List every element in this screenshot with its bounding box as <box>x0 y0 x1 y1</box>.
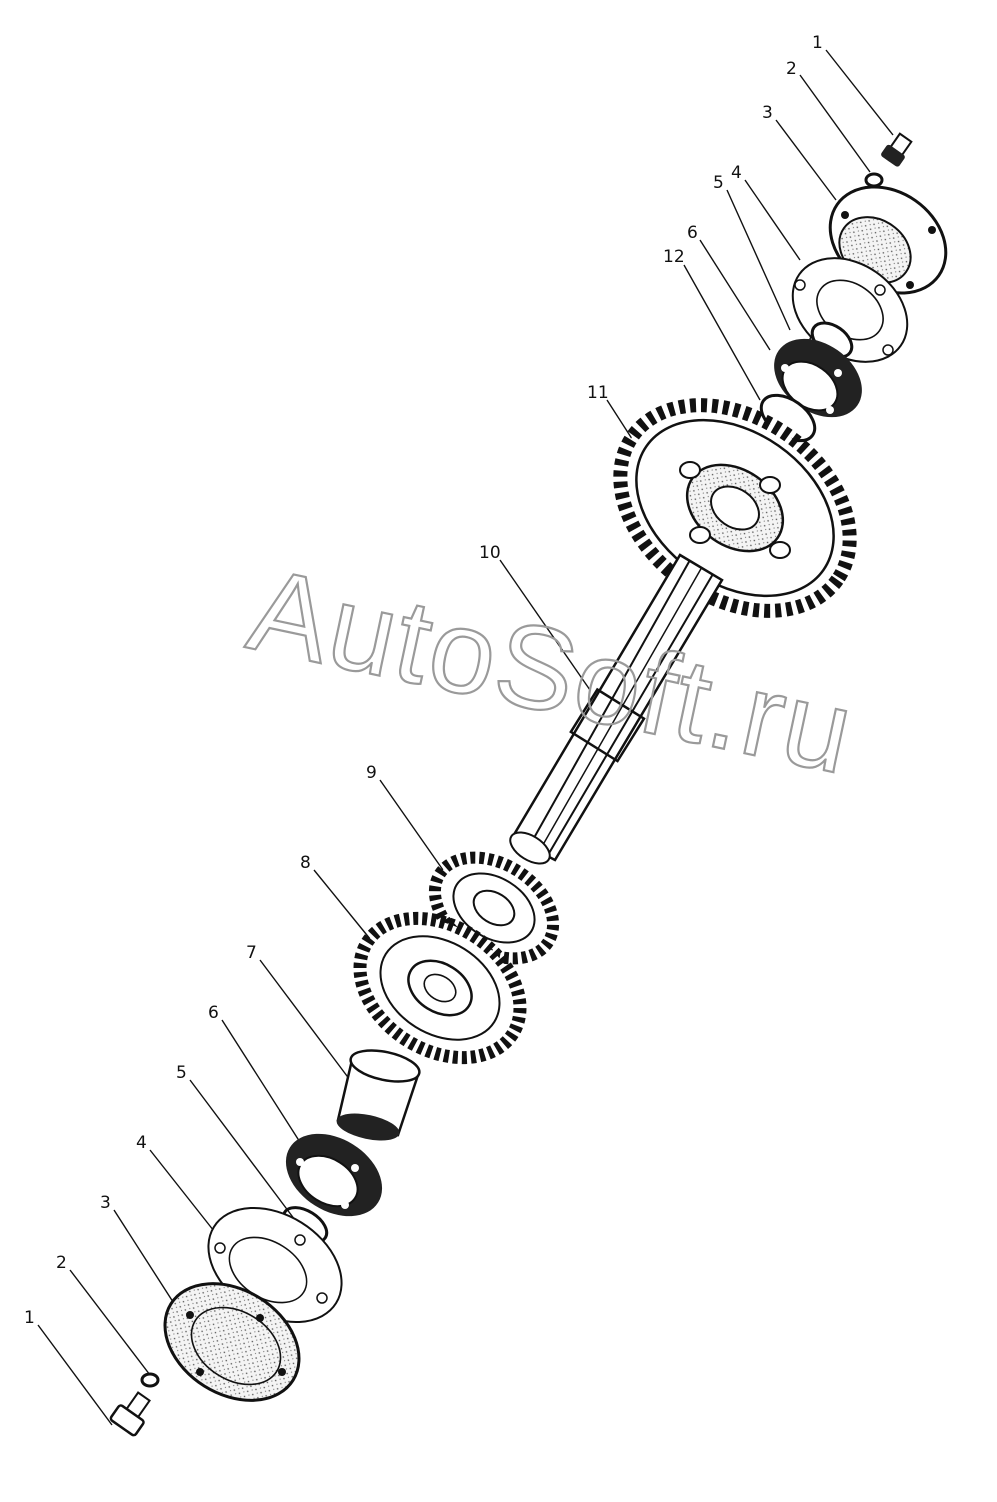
callout-bottom-9: 9 <box>366 763 377 783</box>
callout-top-11: 11 <box>587 383 609 403</box>
callout-bottom-5: 5 <box>176 1063 187 1083</box>
lock-washer-bottom <box>140 1372 160 1388</box>
callout-top-1: 1 <box>812 33 823 53</box>
callout-bottom-2: 2 <box>56 1253 67 1273</box>
callout-bottom-7: 7 <box>246 943 257 963</box>
callout-bottom-8: 8 <box>300 853 311 873</box>
bolt-top <box>881 132 913 167</box>
callout-bottom-4: 4 <box>136 1133 147 1153</box>
callout-bottom-3: 3 <box>100 1193 111 1213</box>
lock-washer-top <box>864 172 884 188</box>
leader-lines <box>37 49 894 1426</box>
callout-bottom-1: 1 <box>24 1308 35 1328</box>
end-cover-bottom <box>163 1282 301 1402</box>
callout-top-10: 10 <box>479 543 501 563</box>
callout-top-5: 5 <box>713 173 724 193</box>
main-shaft <box>509 553 724 865</box>
ball-bearing-top <box>774 338 862 418</box>
callout-top-2: 2 <box>786 59 797 79</box>
callout-top-3: 3 <box>762 103 773 123</box>
callout-top-6: 6 <box>687 223 698 243</box>
ball-bearing-bottom <box>285 1133 383 1217</box>
callout-top-12: 12 <box>663 247 685 267</box>
medium-gear <box>353 911 527 1065</box>
bolt-bottom <box>109 1391 151 1437</box>
callout-bottom-6: 6 <box>208 1003 219 1023</box>
callout-labels: 1 2 3 4 5 6 12 11 10 9 8 7 6 5 4 3 2 1 <box>24 33 823 1328</box>
callout-top-4: 4 <box>731 163 742 183</box>
bushing <box>336 1049 421 1141</box>
